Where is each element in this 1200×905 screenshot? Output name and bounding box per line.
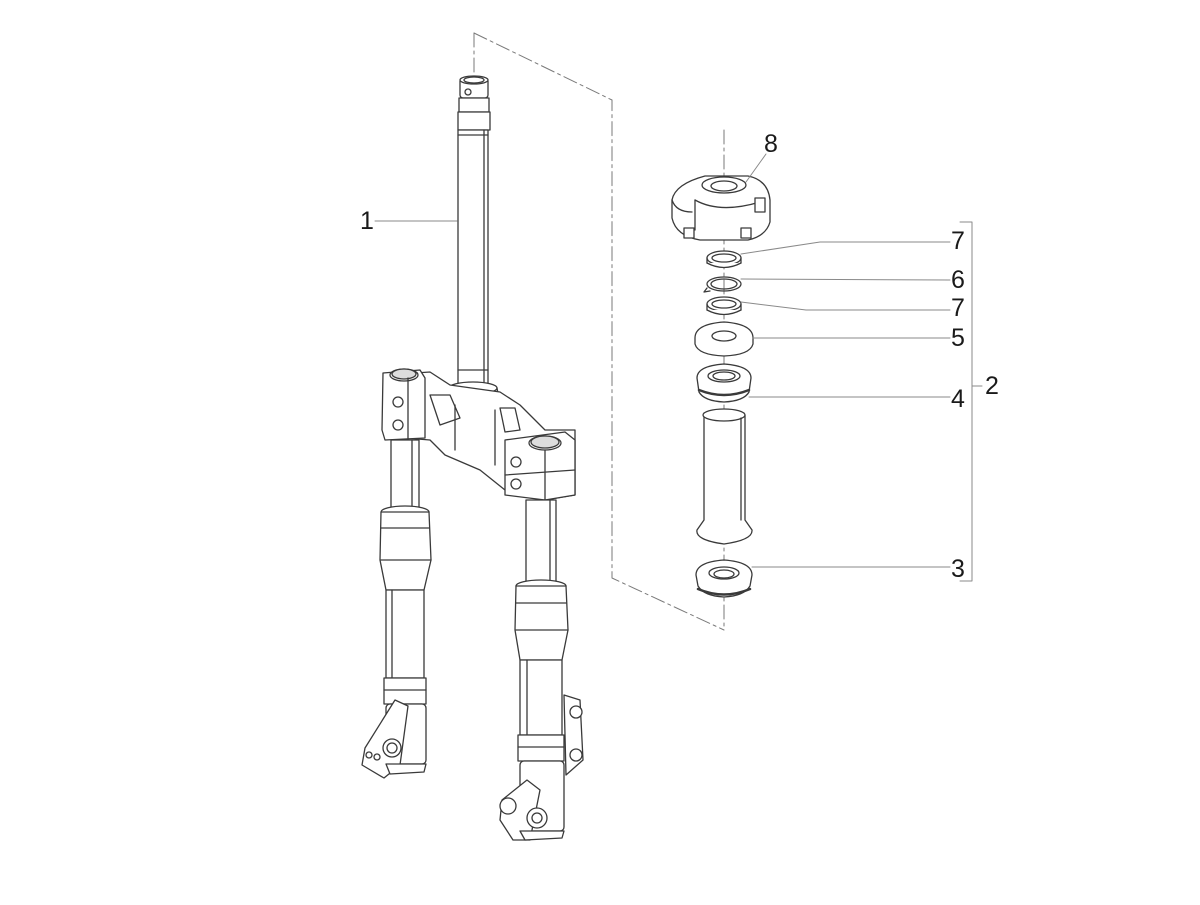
callout-2: 2	[985, 372, 999, 400]
part-4-upper-bearing	[696, 363, 752, 403]
callout-8: 8	[764, 130, 778, 158]
callout-3: 3	[951, 555, 965, 583]
alignment-line	[473, 32, 725, 631]
part-7-ring-upper	[706, 250, 742, 269]
part-6-washer	[703, 276, 742, 293]
callout-7-lower: 7	[951, 294, 965, 322]
part-7-ring-lower	[706, 296, 742, 316]
callout-6: 6	[951, 266, 965, 294]
left-fork-leg	[361, 439, 432, 779]
callout-4: 4	[951, 385, 965, 413]
part-5-race-cover	[694, 321, 754, 357]
triple-clamp	[381, 368, 576, 501]
right-fork-leg	[499, 499, 584, 841]
callout-5: 5	[951, 324, 965, 352]
part-8-cover	[671, 175, 771, 241]
leader-lines	[374, 153, 983, 582]
callout-1: 1	[360, 207, 374, 235]
spacer-tube	[696, 408, 753, 545]
part-3-lower-bearing	[695, 559, 753, 598]
steering-column	[445, 75, 501, 406]
callout-7-upper: 7	[951, 227, 965, 255]
